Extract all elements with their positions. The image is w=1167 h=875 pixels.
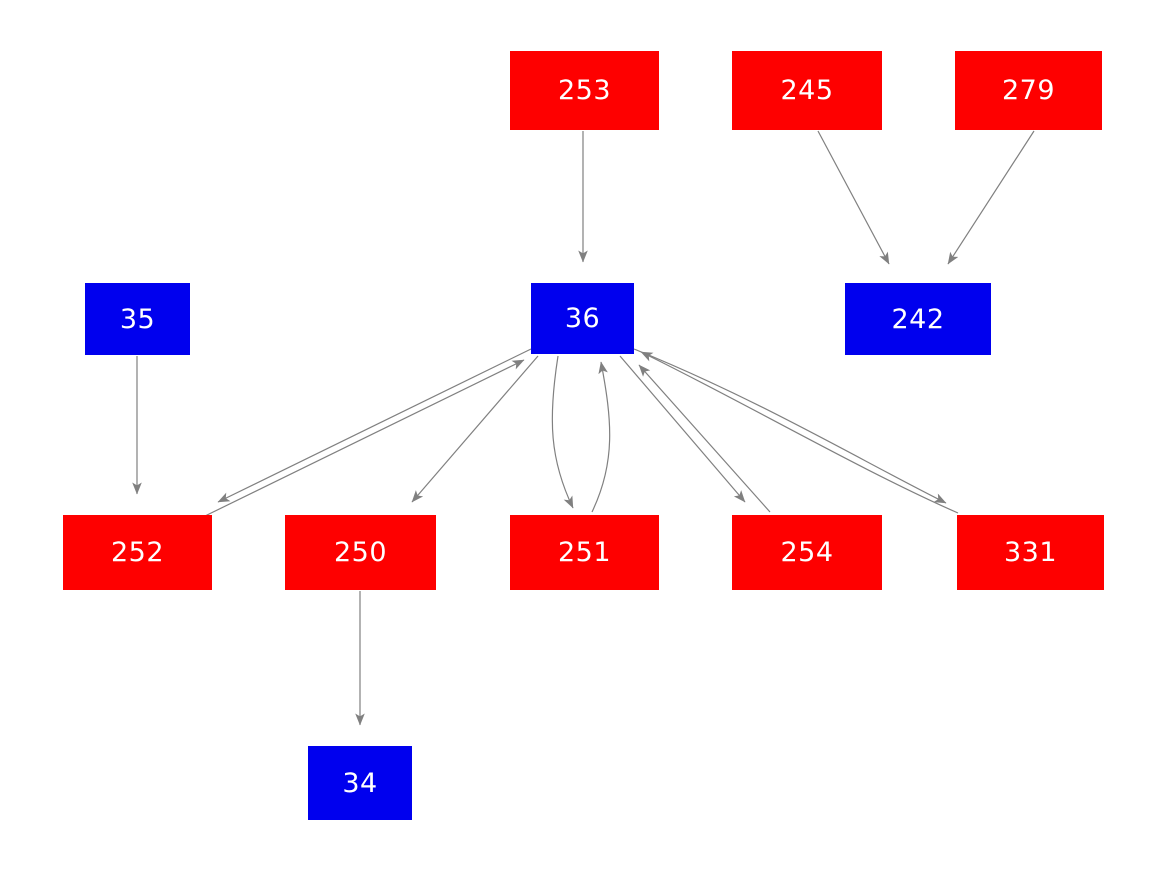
graph-node-label: 253 bbox=[557, 75, 612, 106]
graph-node-242[interactable]: 242 bbox=[845, 283, 991, 355]
graph-node-251[interactable]: 251 bbox=[510, 515, 659, 590]
graph-node-label: 35 bbox=[119, 303, 156, 335]
graph-edge-36-to-251 bbox=[551, 355, 574, 509]
graph-node-331[interactable]: 331 bbox=[957, 515, 1104, 590]
graph-node-279[interactable]: 279 bbox=[955, 51, 1102, 130]
graph-node-245[interactable]: 245 bbox=[732, 51, 882, 130]
graph-edge-252-to-36 bbox=[204, 359, 525, 517]
graph-node-250[interactable]: 250 bbox=[285, 515, 436, 590]
graph-node-label: 245 bbox=[780, 75, 834, 106]
graph-node-label: 331 bbox=[1003, 537, 1058, 568]
graph-edge-36-to-250 bbox=[411, 355, 539, 503]
graph-node-34[interactable]: 34 bbox=[308, 746, 412, 820]
graph-edge-331-to-36 bbox=[640, 351, 959, 514]
graph-node-label: 254 bbox=[780, 537, 834, 568]
graph-edge-245-to-242 bbox=[817, 130, 890, 265]
graph-node-label: 252 bbox=[110, 537, 165, 568]
graph-node-253[interactable]: 253 bbox=[510, 51, 659, 130]
graph-edge-279-to-242 bbox=[947, 130, 1035, 265]
graph-edge-254-to-36 bbox=[638, 364, 771, 513]
graph-node-254[interactable]: 254 bbox=[732, 515, 882, 590]
graph-node-label: 36 bbox=[564, 303, 601, 334]
graph-edge-251-to-36 bbox=[591, 361, 611, 513]
edges-group bbox=[132, 130, 1035, 726]
graph-edge-36-to-252 bbox=[217, 348, 532, 503]
graph-node-36[interactable]: 36 bbox=[531, 283, 634, 354]
graph-node-label: 250 bbox=[333, 537, 388, 568]
graph-node-35[interactable]: 35 bbox=[85, 283, 190, 355]
graph-node-label: 34 bbox=[342, 767, 378, 799]
graph-node-label: 242 bbox=[891, 303, 945, 335]
graph-edge-36-to-254 bbox=[619, 355, 746, 503]
graph-node-252[interactable]: 252 bbox=[63, 515, 212, 590]
graph-node-label: 251 bbox=[557, 537, 612, 568]
graph-node-label: 279 bbox=[1001, 75, 1056, 106]
graph-edge-36-to-331 bbox=[633, 348, 947, 504]
